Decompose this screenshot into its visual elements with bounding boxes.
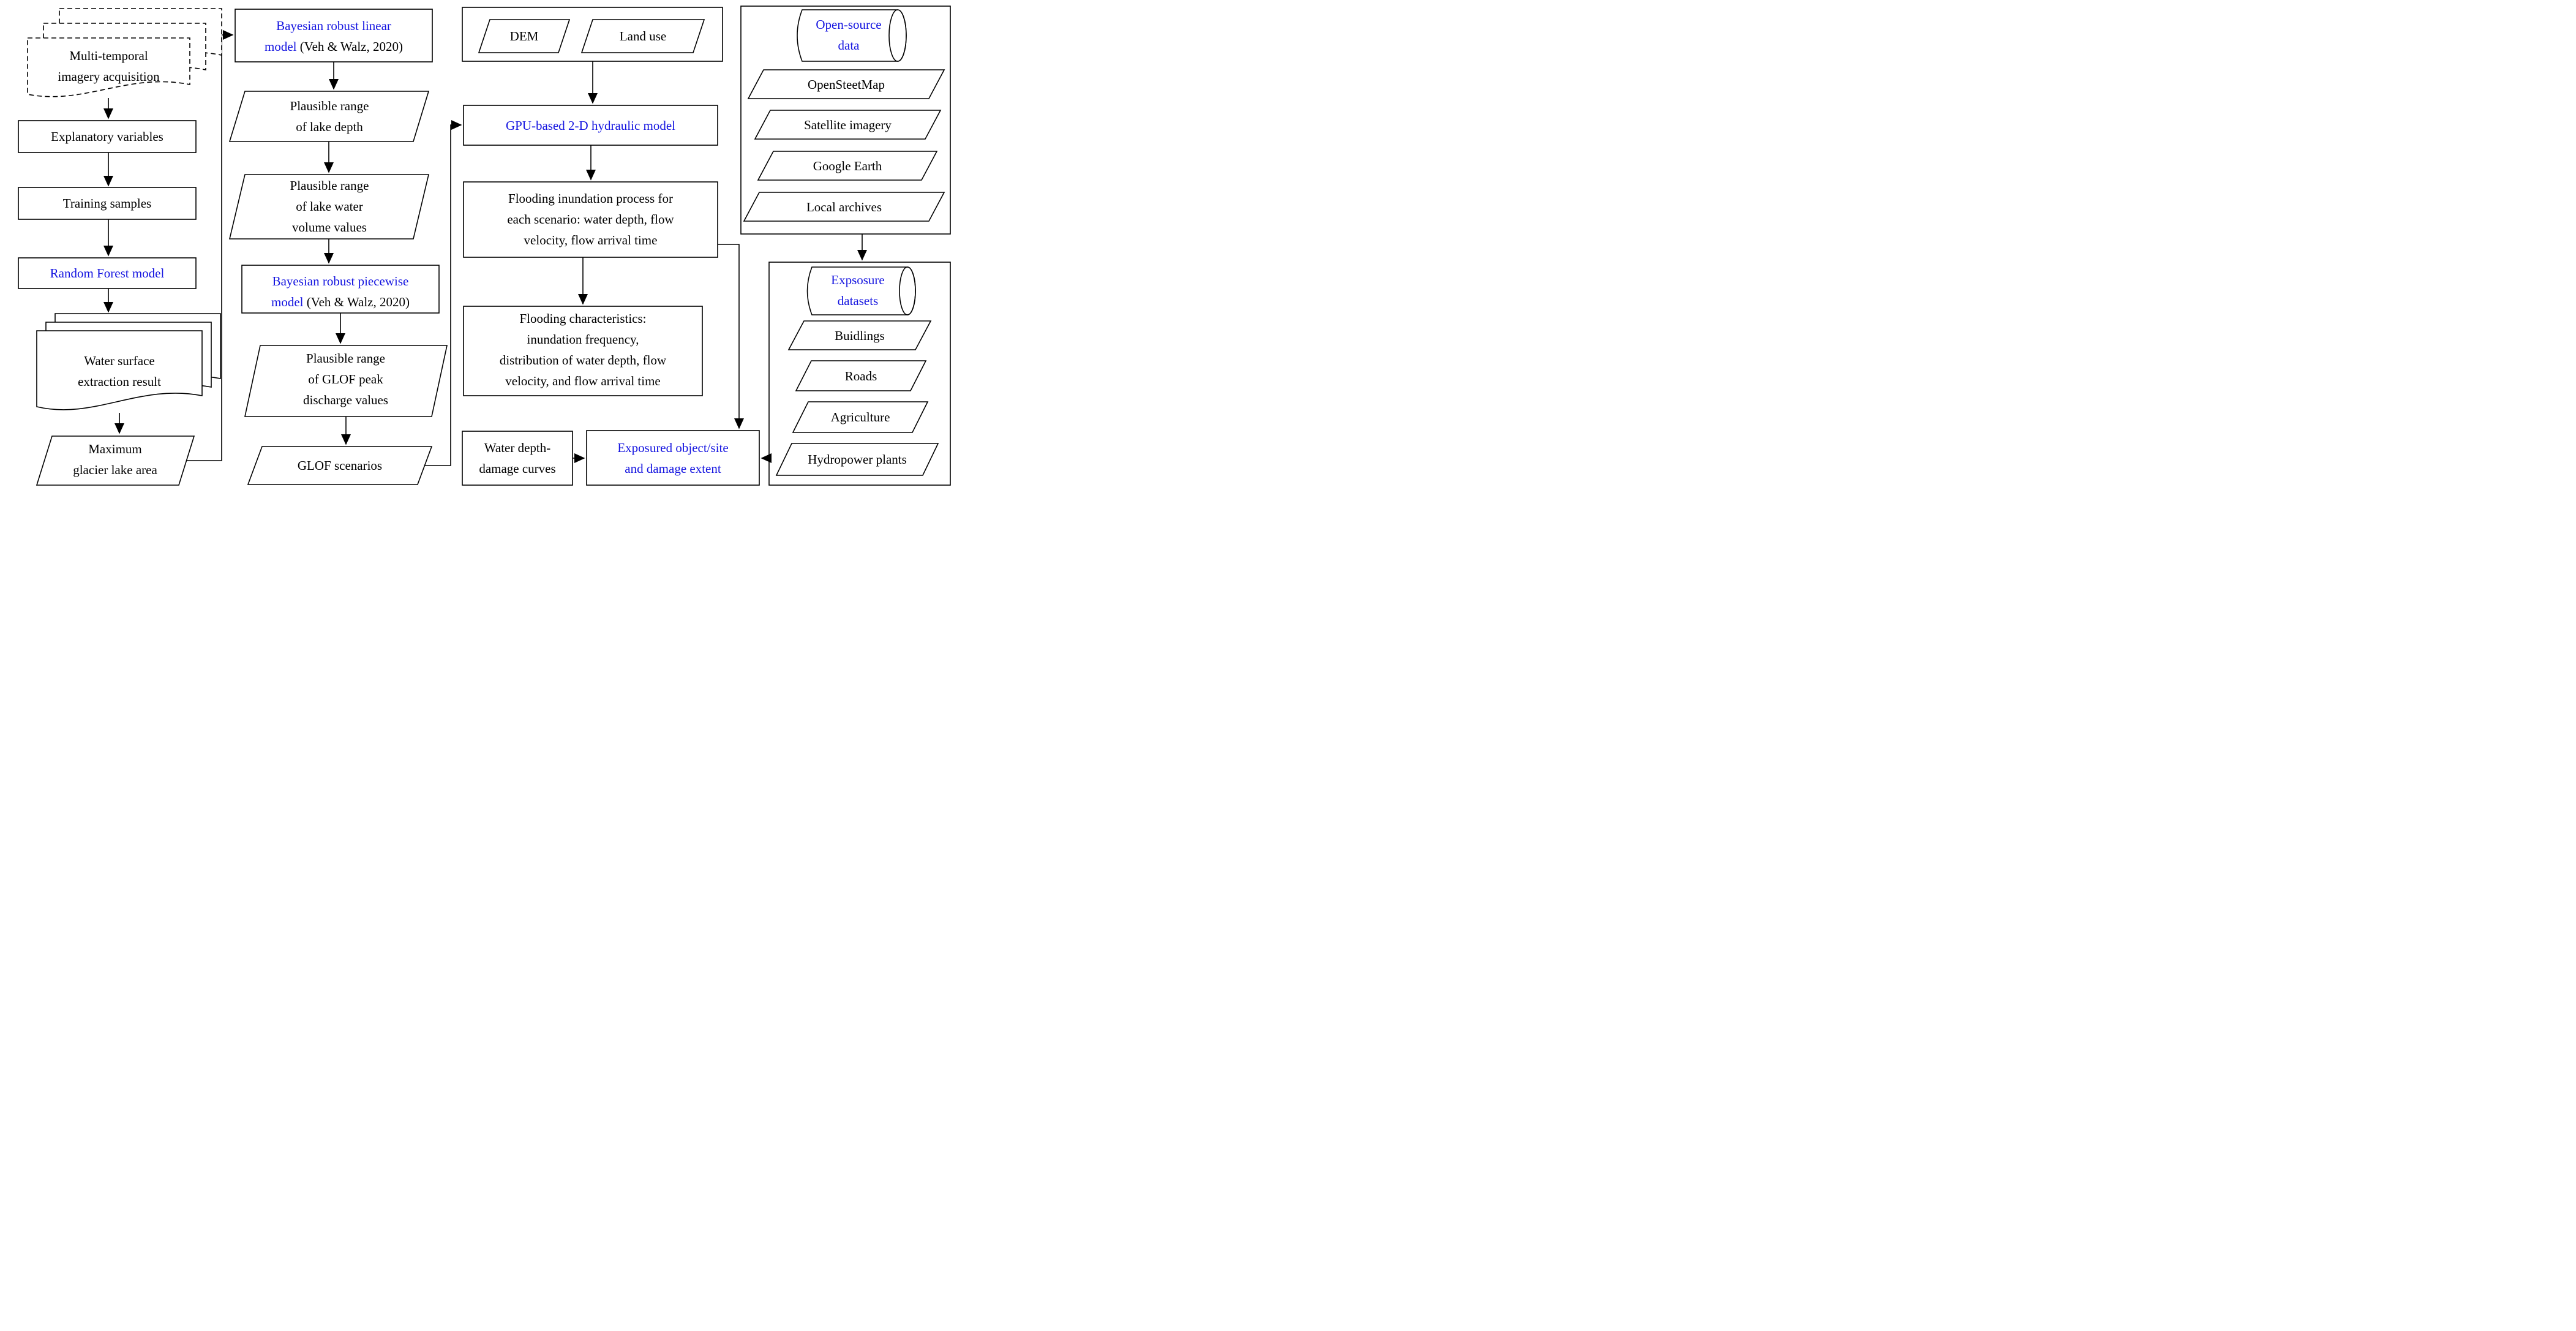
gpu-model-shape bbox=[463, 105, 718, 146]
random-forest-label: Random Forest model bbox=[50, 266, 165, 281]
connector-flood-process-to-exposed bbox=[718, 244, 744, 429]
land-use-shape bbox=[580, 19, 705, 53]
damage-curves-label: Water depth-damage curves bbox=[479, 440, 556, 476]
training-samples-label: Training samples bbox=[62, 196, 152, 211]
lake-depth-shape bbox=[228, 91, 430, 142]
openstreetmap-shape bbox=[747, 69, 945, 99]
explanatory-variables-shape bbox=[18, 120, 197, 153]
connector-max-lake-to-bayes-linear bbox=[186, 30, 234, 461]
openstreetmap-label: OpenSteetMap bbox=[808, 77, 885, 92]
lake-volume-shape bbox=[228, 174, 430, 239]
exposed-shape bbox=[586, 430, 760, 486]
bayes-piecewise-shape bbox=[241, 265, 440, 314]
bayes-linear-label: Bayesian robust linear model (Veh & Walz… bbox=[265, 18, 403, 54]
hydropower-shape bbox=[775, 443, 939, 476]
roads-label: Roads bbox=[844, 368, 877, 383]
google-earth-label: Google Earth bbox=[813, 158, 882, 173]
bayes-linear-shape bbox=[235, 9, 433, 62]
flowchart-canvas bbox=[18, 6, 951, 486]
roads-shape bbox=[795, 360, 927, 391]
training-samples-shape bbox=[18, 187, 197, 220]
google-earth-shape bbox=[757, 151, 938, 181]
flood-process-shape bbox=[463, 181, 718, 258]
agriculture-label: Agriculture bbox=[830, 410, 890, 424]
gpu-model-label: GPU-based 2-D hydraulic model bbox=[505, 118, 676, 133]
dem-label: DEM bbox=[509, 29, 539, 43]
local-archives-shape bbox=[743, 192, 945, 222]
buildings-label: Buidlings bbox=[835, 328, 885, 343]
land-use-label: Land use bbox=[619, 29, 667, 43]
bayes-piecewise-label: Bayesian robust piecewise model (Veh & W… bbox=[271, 274, 410, 309]
local-archives-label: Local archives bbox=[806, 199, 882, 214]
glof-scenarios-shape bbox=[247, 446, 433, 485]
flood-characteristics-shape bbox=[463, 306, 703, 396]
satellite-imagery-label: Satellite imagery bbox=[804, 117, 892, 132]
glof-peak-shape bbox=[244, 345, 448, 417]
agriculture-shape bbox=[792, 401, 929, 433]
connector-glof-scenarios-to-gpu-model bbox=[424, 120, 462, 466]
glof-scenarios-label: GLOF scenarios bbox=[297, 458, 383, 473]
hydropower-label: Hydropower plants bbox=[808, 452, 907, 467]
imagery-document-stack bbox=[27, 8, 222, 97]
exposure-cylinder-cap bbox=[899, 266, 916, 315]
explanatory-variables-label: Explanatory variables bbox=[51, 129, 163, 144]
dem-shape bbox=[478, 19, 571, 53]
max-lake-shape bbox=[36, 435, 195, 486]
satellite-imagery-shape bbox=[754, 110, 942, 140]
random-forest-shape bbox=[18, 257, 197, 289]
flood-characteristics-label: Flooding characteristics:inundation freq… bbox=[499, 311, 667, 388]
damage-curves-shape bbox=[462, 431, 573, 486]
open-source-cylinder-cap bbox=[888, 9, 907, 62]
water-surface-document-front bbox=[36, 330, 203, 410]
buildings-shape bbox=[787, 320, 932, 350]
imagery-document-front bbox=[27, 37, 190, 97]
water-surface-document-stack bbox=[36, 313, 221, 410]
